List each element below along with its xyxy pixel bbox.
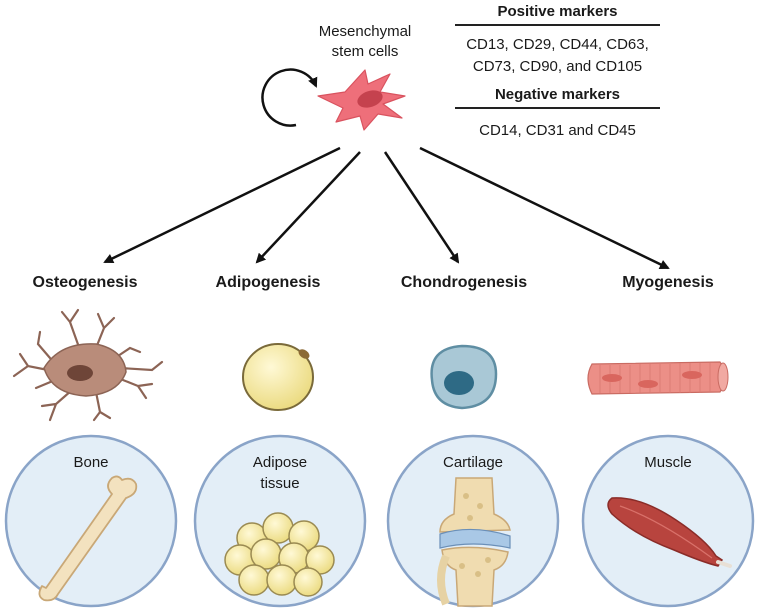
process-chondrogenesis: Chondrogenesis	[400, 274, 528, 291]
bone-circle	[4, 434, 178, 608]
chondrocyte-icon	[430, 344, 498, 410]
tissue-label-muscle: Muscle	[608, 452, 728, 473]
muscle-fiber-icon	[587, 361, 729, 395]
positive-markers-list: CD13, CD29, CD44, CD63, CD73, CD90, and …	[445, 34, 670, 78]
lineage-arrows	[103, 146, 670, 270]
tissue-muscle-line1: Muscle	[644, 454, 692, 471]
positive-markers-line2: CD73, CD90, and CD105	[472, 58, 643, 75]
tissue-label-bone: Bone	[31, 452, 151, 473]
osteocyte-body	[43, 343, 127, 397]
bone-icon	[38, 475, 138, 602]
arrow-myogenesis	[419, 146, 670, 270]
knee-joint-icon	[437, 477, 511, 607]
negative-markers-title: Negative markers	[494, 86, 621, 103]
arrow-chondrogenesis	[383, 151, 460, 264]
tissue-label-adipose: Adipose tissue	[220, 452, 340, 494]
muscle-icon	[607, 497, 732, 568]
positive-markers-line1: CD13, CD29, CD44, CD63,	[466, 36, 649, 53]
fat-cluster-icon	[224, 512, 335, 597]
positive-markers-title: Positive markers	[497, 3, 618, 20]
tissue-cartilage-line1: Cartilage	[442, 454, 504, 471]
adipocyte-icon	[242, 343, 314, 411]
arrow-osteogenesis	[103, 146, 341, 264]
tissue-adipose-line2: tissue	[260, 475, 300, 492]
stem-cell-label-line2: stem cells	[331, 43, 399, 60]
arrow-adipogenesis	[255, 151, 361, 264]
stem-cell-icon	[317, 69, 406, 131]
osteocyte-icon	[12, 308, 164, 422]
process-osteogenesis: Osteogenesis	[32, 274, 138, 291]
process-myogenesis: Myogenesis	[622, 274, 714, 291]
stem-cell-label-line1: Mesenchymal	[318, 23, 412, 40]
tissue-bone-line1: Bone	[73, 454, 109, 471]
tissue-label-cartilage: Cartilage	[413, 452, 533, 473]
process-adipogenesis: Adipogenesis	[215, 274, 321, 291]
tissue-adipose-line1: Adipose	[252, 454, 308, 471]
negative-markers-list: CD14, CD31 and CD45	[479, 122, 636, 139]
self-renewal-arrow-icon	[261, 68, 318, 127]
stem-cell-label: Mesenchymal stem cells	[300, 22, 430, 62]
